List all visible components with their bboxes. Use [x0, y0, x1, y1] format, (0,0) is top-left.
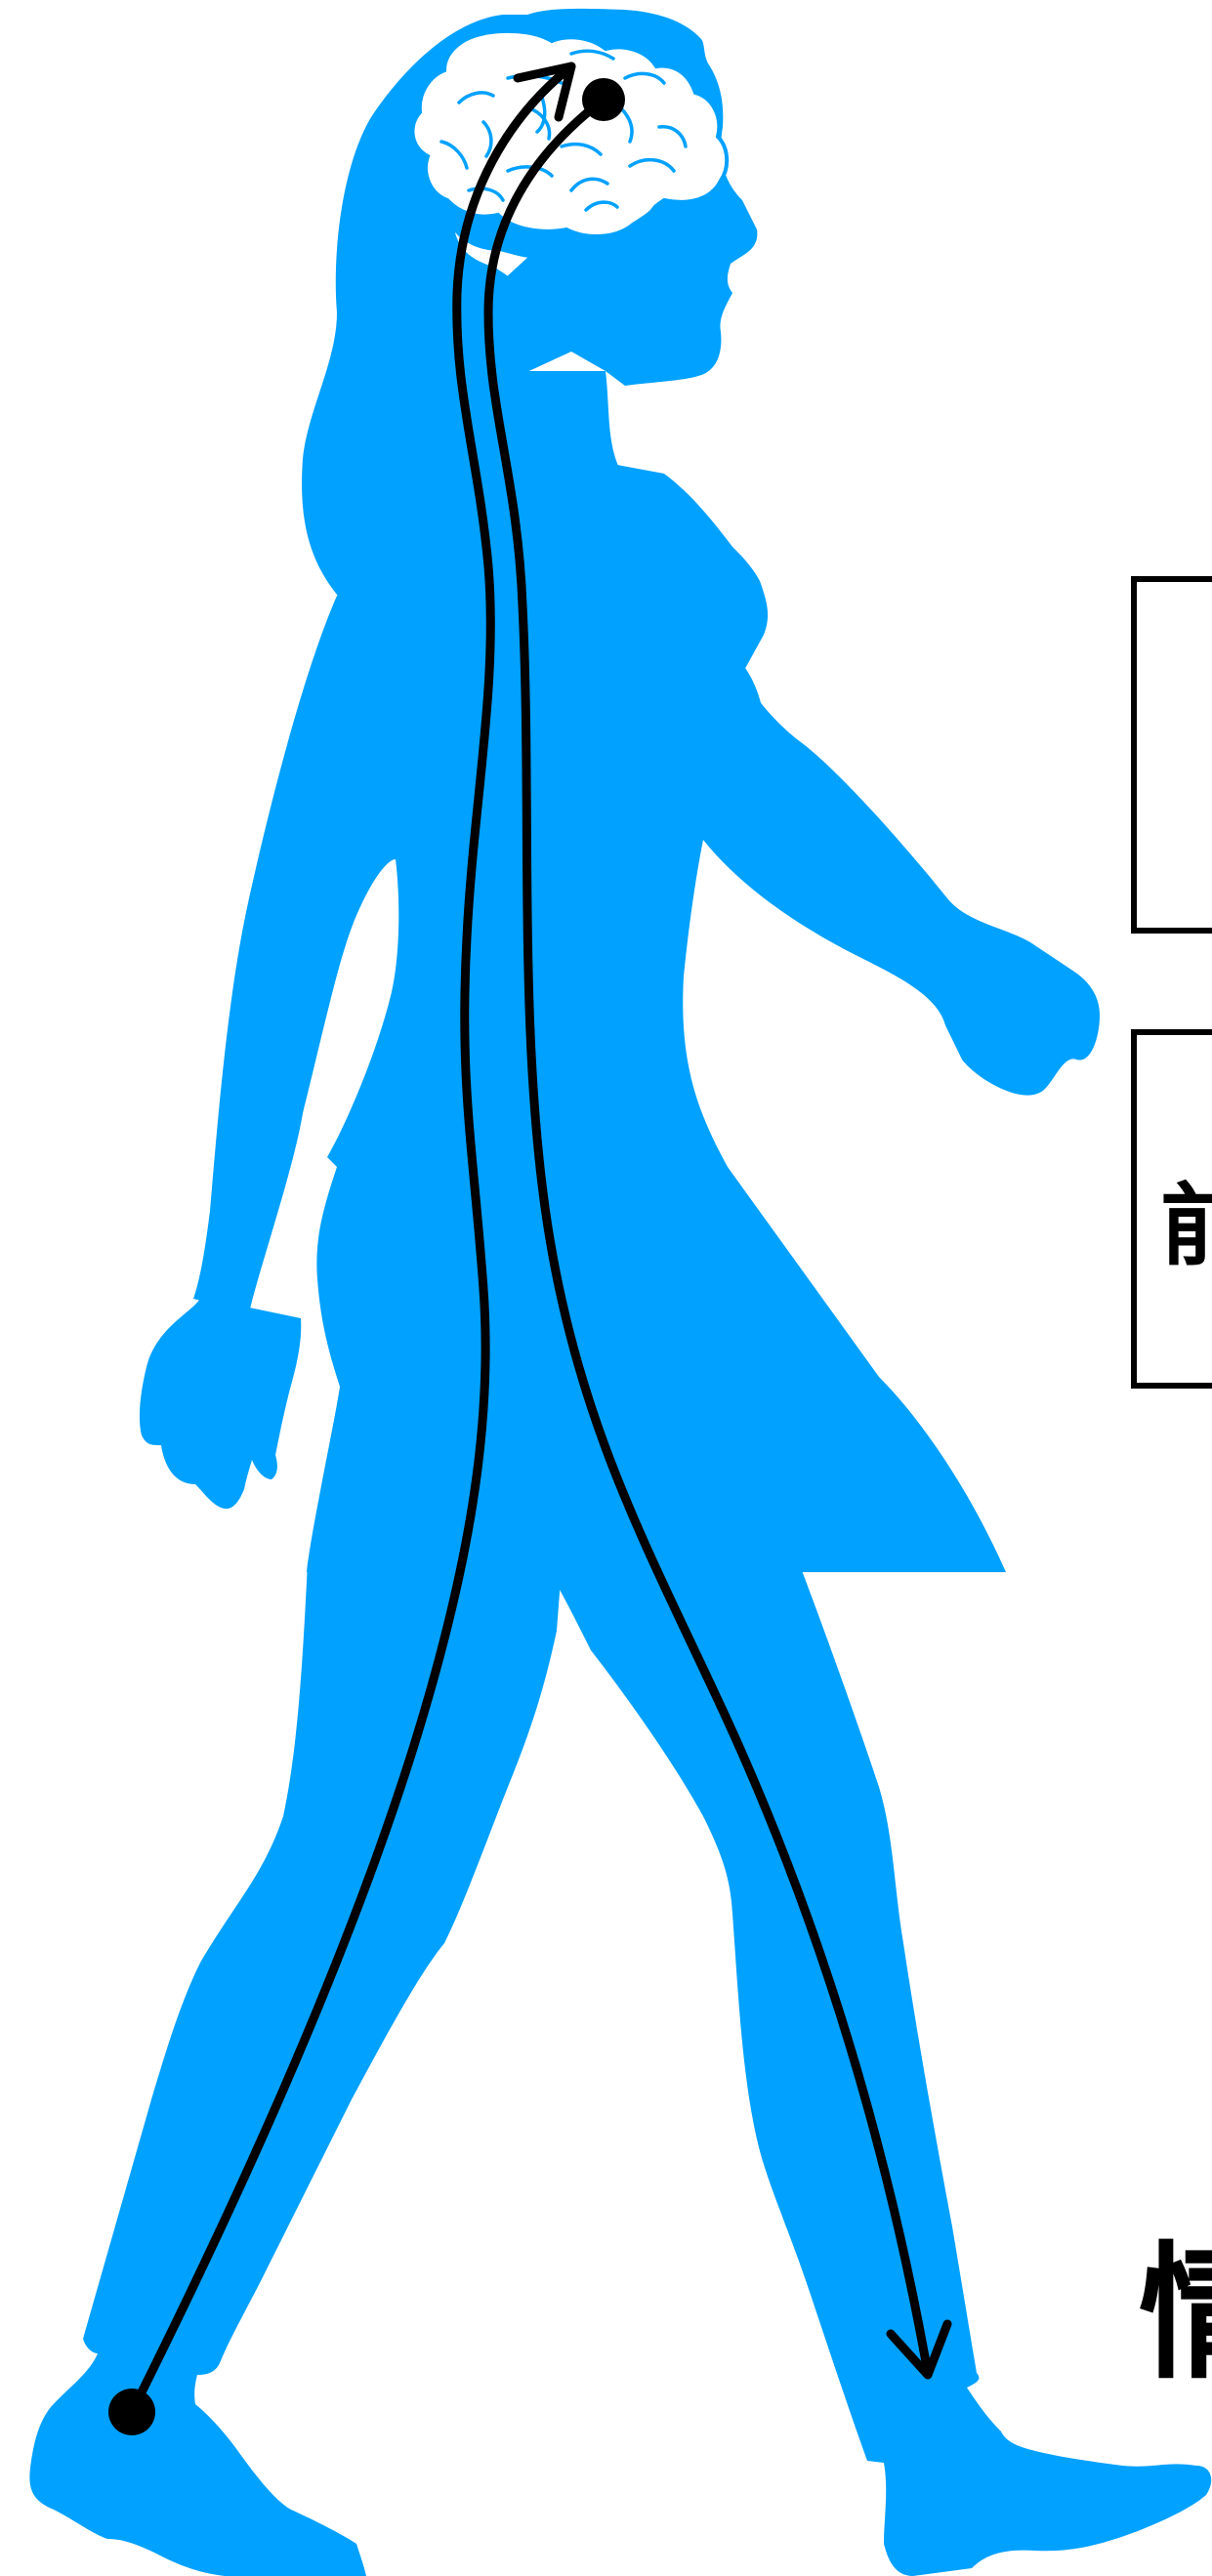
info-box-middle: 前	[1131, 1029, 1212, 1389]
bottom-label-clip: 情	[1133, 2231, 1212, 2402]
bottom-label: 情	[1139, 2241, 1212, 2388]
motor-start-dot	[582, 78, 625, 121]
info-box-middle-label: 前	[1160, 1182, 1212, 1271]
walking-woman-silhouette-icon	[29, 9, 1211, 2576]
info-box-top	[1131, 576, 1212, 934]
sensory-start-dot	[108, 2389, 155, 2435]
